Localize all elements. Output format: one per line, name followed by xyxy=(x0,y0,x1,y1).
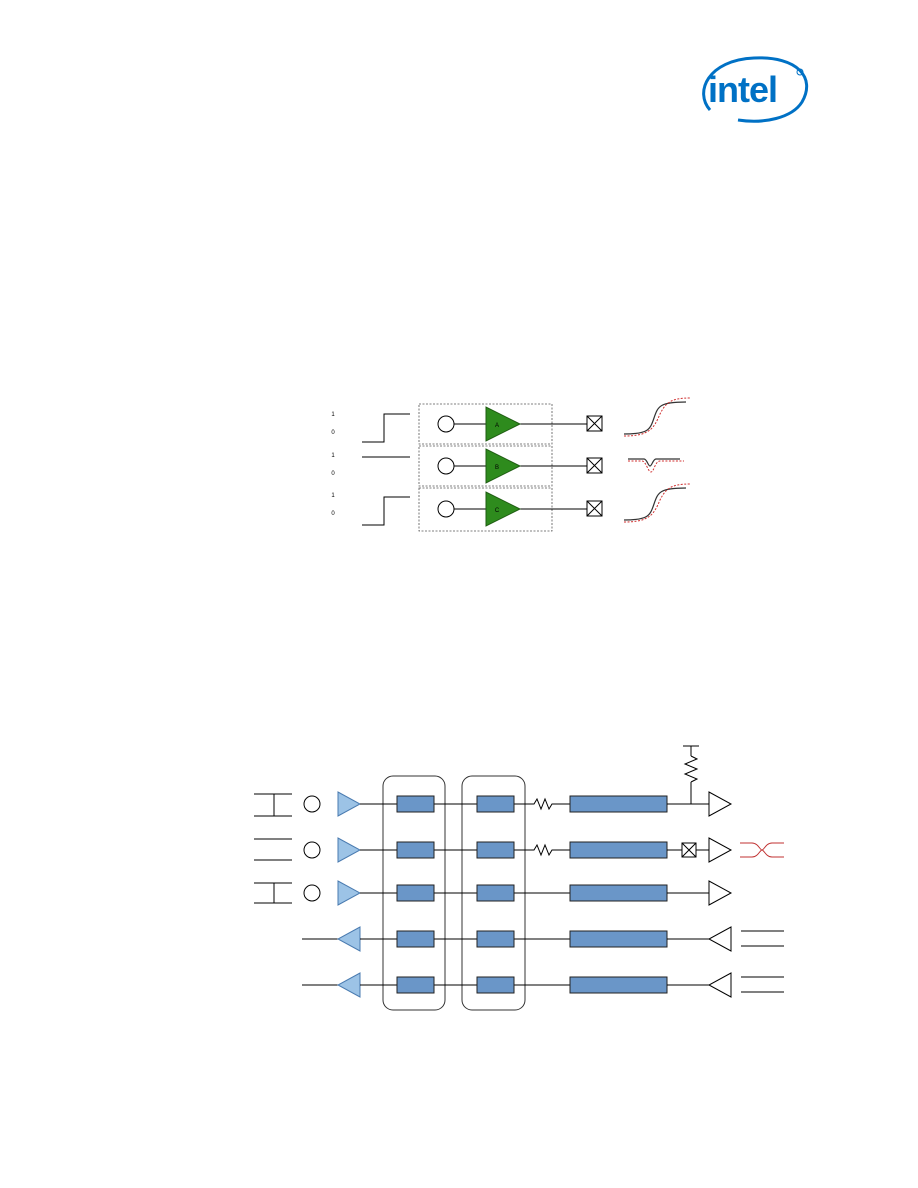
source-circle xyxy=(303,795,321,813)
transmission-line xyxy=(569,976,668,994)
source-circle xyxy=(437,415,455,433)
channel-box xyxy=(418,445,553,487)
source-circle xyxy=(437,500,455,518)
series-resistor xyxy=(530,843,556,857)
input-flat-waveform xyxy=(741,976,784,993)
amp-label: C xyxy=(495,508,500,514)
amp-label: B xyxy=(495,465,499,471)
input-label-high: 1 xyxy=(331,412,335,418)
drive-buffer-right xyxy=(707,972,732,998)
output-waveform xyxy=(623,401,687,435)
amp-label: A xyxy=(495,423,499,429)
transmission-line xyxy=(569,930,668,948)
series-resistor xyxy=(530,797,556,811)
block-left xyxy=(396,884,435,902)
transmission-line xyxy=(569,884,668,902)
bus-row-4 xyxy=(302,926,784,952)
input-pulse-waveform xyxy=(254,793,292,817)
block-left xyxy=(396,795,435,813)
input-label-high: 1 xyxy=(331,453,335,459)
input-label-low: 0 xyxy=(331,471,335,477)
input-label-low: 0 xyxy=(331,430,335,436)
distorted-output-waveform xyxy=(740,842,784,858)
channel-row-a: 1 0 A xyxy=(331,397,691,445)
intel-logo: intel xyxy=(702,56,808,123)
input-flat-waveform xyxy=(254,838,292,861)
input-step-waveform xyxy=(362,496,410,526)
source-circle xyxy=(303,841,321,859)
termination-cross xyxy=(586,500,603,517)
output-waveform xyxy=(623,487,687,521)
block-left xyxy=(396,841,435,859)
termination-cross xyxy=(586,457,603,474)
amplifier-c xyxy=(485,491,522,527)
logo-registered-mark xyxy=(796,68,804,76)
logo-text: intel xyxy=(708,69,777,110)
logo-swoosh xyxy=(702,56,808,123)
input-pulse-waveform xyxy=(254,882,292,904)
block-mid xyxy=(476,930,515,948)
amplifier-a xyxy=(485,406,522,442)
bus-row-5 xyxy=(302,972,784,998)
driver-buffer xyxy=(337,837,362,863)
block-mid xyxy=(476,841,515,859)
receiver-buffer xyxy=(708,791,733,817)
output-waveform-dotted xyxy=(628,460,684,473)
channel-row-c: 1 0 C xyxy=(331,483,691,532)
output-waveform xyxy=(628,458,680,467)
pull-up-resistor xyxy=(683,745,699,804)
driver-buffer xyxy=(337,791,362,817)
receiver-buffer xyxy=(708,880,733,906)
block-mid xyxy=(476,976,515,994)
input-flat-waveform xyxy=(741,930,784,947)
bus-row-1 xyxy=(254,791,733,817)
termination-cross xyxy=(586,415,603,432)
output-waveform-dotted xyxy=(623,397,691,437)
transmission-line xyxy=(569,795,668,813)
channel-diagram: 1 0 A 1 0 B 1 0 C xyxy=(331,397,691,532)
channel-box xyxy=(418,403,553,445)
source-circle xyxy=(437,457,455,475)
input-label-high: 1 xyxy=(331,493,335,499)
channel-row-b: 1 0 B xyxy=(331,445,684,487)
receive-buffer xyxy=(336,926,361,952)
bus-diagram xyxy=(254,745,784,1011)
block-mid xyxy=(476,884,515,902)
termination-cross xyxy=(681,842,697,858)
bus-row-2 xyxy=(254,837,784,863)
input-step-waveform xyxy=(362,413,410,443)
block-mid xyxy=(476,795,515,813)
bus-row-3 xyxy=(254,880,733,906)
block-left xyxy=(396,976,435,994)
receiver-buffer xyxy=(708,837,733,863)
input-label-low: 0 xyxy=(331,511,335,517)
amplifier-b xyxy=(485,448,522,484)
block-left xyxy=(396,930,435,948)
transmission-line xyxy=(569,841,668,859)
source-circle xyxy=(303,884,321,902)
driver-buffer xyxy=(337,880,362,906)
drive-buffer-right xyxy=(707,926,732,952)
receive-buffer xyxy=(336,972,361,998)
output-waveform-dotted xyxy=(623,483,691,523)
